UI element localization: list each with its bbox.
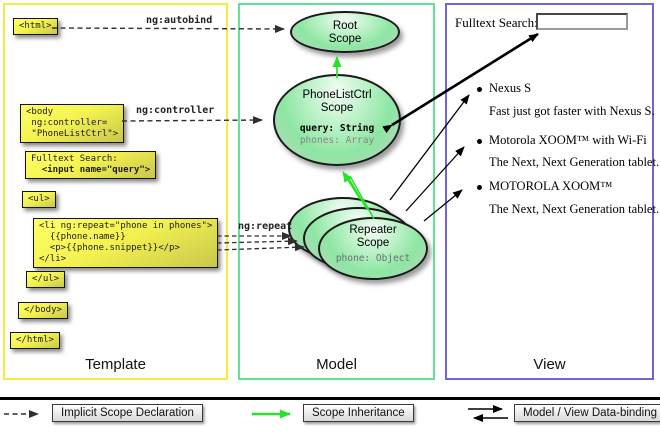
code-box-body-open: <body ng:controller= "PhoneListCtrl"> bbox=[20, 104, 125, 143]
phone-item-title: Nexus S bbox=[489, 81, 532, 95]
repeater-scope-ellipse-front: Repeater Scope phone: Object bbox=[318, 217, 428, 280]
fulltext-search-input[interactable] bbox=[536, 13, 628, 30]
root-scope-title: Root Scope bbox=[328, 20, 362, 45]
code-box-html-open: <html> bbox=[13, 18, 58, 35]
fulltext-label-code: Fulltext Search: bbox=[31, 154, 118, 164]
legend-model-view-data-binding: Model / View Data-binding bbox=[514, 404, 660, 422]
phone-item-title: Motorola XOOM™ with Wi-Fi bbox=[489, 133, 647, 147]
phone-item-desc: Fast just got faster with Nexus S. bbox=[489, 104, 655, 118]
scope-prop-phone: phone: Object bbox=[335, 253, 411, 264]
code-box-ul-close: </ul> bbox=[26, 271, 66, 288]
legend-implicit-scope-declaration: Implicit Scope Declaration bbox=[52, 404, 203, 422]
code-box-body-close: </body> bbox=[18, 302, 68, 319]
legend-scope-inheritance: Scope Inheritance bbox=[303, 404, 414, 422]
phone-item-desc: The Next, Next Generation tablet. bbox=[489, 202, 660, 216]
repeater-scope-title: Repeater Scope bbox=[349, 224, 397, 249]
view-column-label: View bbox=[533, 356, 566, 373]
separator-line bbox=[0, 397, 660, 400]
scope-prop-phones: phones: Array bbox=[299, 135, 375, 146]
input-tag-code: <input name="query"> bbox=[31, 165, 151, 175]
phonelistctrl-scope-title: PhoneListCtrl Scope bbox=[302, 89, 372, 114]
code-box-ul-open: <ul> bbox=[22, 191, 56, 208]
template-column-label: Template bbox=[85, 356, 146, 373]
ng-controller-label: ng:controller bbox=[136, 105, 215, 116]
phonelistctrl-scope-ellipse: PhoneListCtrl Scope query: String phones… bbox=[273, 74, 401, 166]
ng-autobind-label: ng:autobind bbox=[146, 15, 213, 26]
ng-repeat-label: ng:repeat bbox=[238, 221, 293, 232]
root-scope-ellipse: Root Scope bbox=[290, 11, 400, 53]
phone-item-title: MOTOROLA XOOM™ bbox=[489, 179, 613, 193]
list-bullet bbox=[477, 139, 482, 144]
list-bullet bbox=[477, 87, 482, 92]
code-box-li-repeat: <li ng:repeat="phone in phones"> {{phone… bbox=[33, 218, 219, 268]
model-column: Model bbox=[238, 3, 435, 380]
scope-prop-query: query: String bbox=[299, 123, 375, 134]
fulltext-search-label: Fulltext Search: bbox=[455, 15, 538, 30]
code-box-fulltext-input: Fulltext Search: <input name="query"> bbox=[25, 151, 157, 179]
list-bullet bbox=[477, 185, 482, 190]
code-box-html-close: </html> bbox=[10, 332, 60, 349]
phone-item-desc: The Next, Next Generation tablet. bbox=[489, 155, 660, 169]
model-column-label: Model bbox=[316, 356, 357, 373]
